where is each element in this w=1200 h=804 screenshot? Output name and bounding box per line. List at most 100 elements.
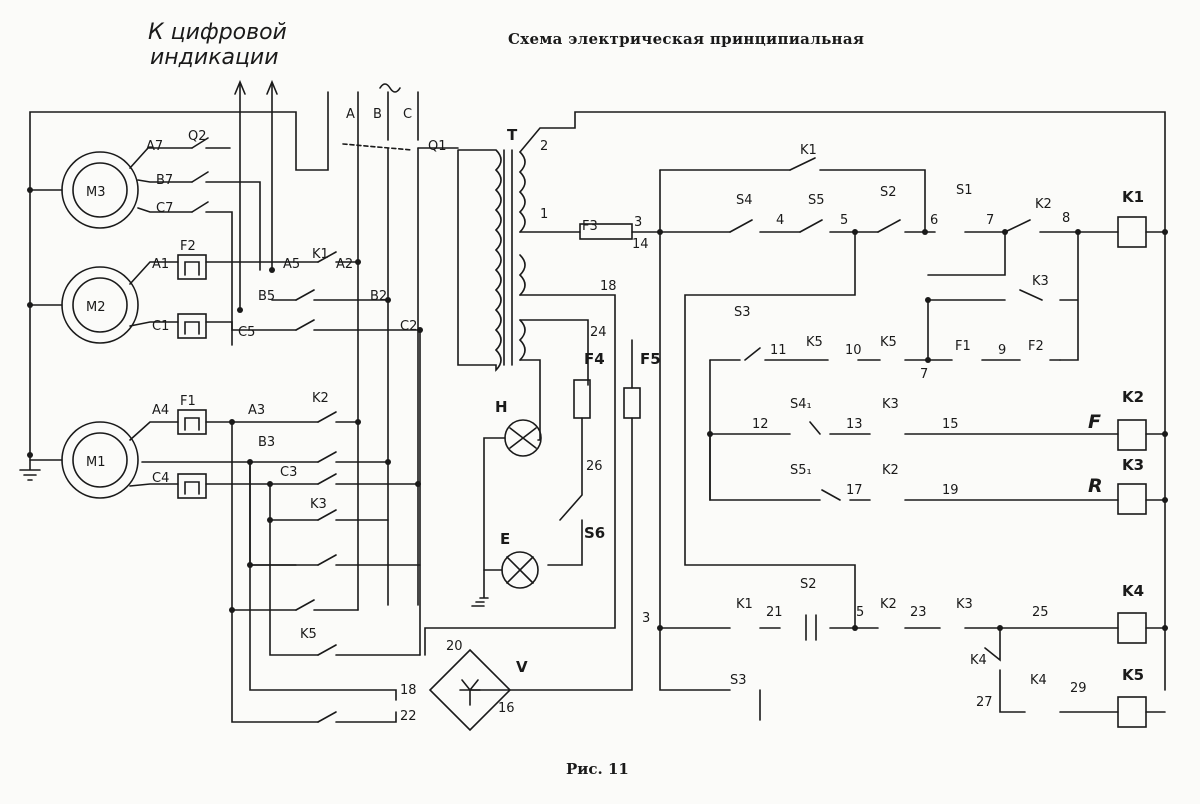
rectifier-v: V	[428, 648, 528, 732]
k4-contact-label: K4	[970, 653, 987, 668]
k3-f-label: K3	[882, 397, 899, 412]
wire-1: 1	[540, 207, 548, 222]
transformer-label: T	[507, 126, 518, 144]
f2-label: F2	[180, 239, 196, 254]
f3-label: F3	[582, 219, 598, 234]
reverse-label: R	[1088, 475, 1103, 497]
switch-s6-label: S6	[584, 524, 605, 542]
wire-a4: A4	[152, 403, 169, 418]
k2-contact-label: K2	[312, 391, 329, 406]
arrow-head-2	[266, 79, 278, 95]
s3-bottom-label: S3	[730, 673, 747, 688]
k4-contact-label-2: K4	[1030, 673, 1047, 688]
s4-contact-label: S4₁	[790, 397, 812, 412]
wire-9: 9	[998, 343, 1006, 358]
wire-4: 4	[776, 213, 784, 228]
relay-k2-label: K2	[1122, 388, 1144, 406]
s2-label: S2	[880, 185, 897, 200]
s5-contact-label: S5₁	[790, 463, 812, 478]
wire-14: 14	[632, 237, 649, 252]
motor-wiring	[19, 137, 421, 723]
wire-3: 3	[634, 215, 642, 230]
wire-25: 25	[1032, 605, 1049, 620]
wire-27: 27	[976, 695, 993, 710]
s3-label: S3	[734, 305, 751, 320]
wire-b5: B5	[258, 289, 275, 304]
k3-contact-label: K3	[310, 497, 327, 512]
junction-dots	[27, 187, 1168, 631]
f1-label: F1	[180, 394, 196, 409]
motor-m2: M2	[61, 266, 139, 344]
wire-19: 19	[942, 483, 959, 498]
indication-arrows	[234, 79, 278, 311]
motor-m1-label: M1	[86, 455, 106, 470]
diagram-title: Схема электрическая принципиальная	[508, 30, 865, 48]
motor-m3: M3	[61, 151, 139, 229]
phase-b-label: B	[373, 107, 382, 122]
motor-m1: M1	[61, 421, 139, 499]
q2-label: Q2	[188, 129, 207, 144]
fuse-f4-label: F4	[584, 350, 605, 368]
arrow-head-1	[234, 79, 246, 95]
motor-m3-label: M3	[86, 185, 106, 200]
k5-ctrl-label-2: K5	[880, 335, 897, 350]
wire-c5: C5	[238, 325, 255, 340]
wire-24: 24	[590, 325, 607, 340]
k1-bottom-label: K1	[736, 597, 753, 612]
wire-22: 22	[400, 709, 417, 724]
wire-23: 23	[910, 605, 927, 620]
wire-a3: A3	[248, 403, 265, 418]
motor-m2-label: M2	[86, 300, 106, 315]
figure-caption: Рис. 11	[566, 760, 629, 778]
supply-left-stub	[29, 91, 329, 456]
k2-r-label: K2	[882, 463, 899, 478]
wire-15: 15	[942, 417, 959, 432]
relay-k4-label: K4	[1122, 582, 1144, 600]
wire-11: 11	[770, 343, 787, 358]
phase-a-label: A	[346, 107, 355, 122]
fuse-f5-label: F5	[640, 350, 661, 368]
wire-7: 7	[986, 213, 994, 228]
wire-5: 5	[840, 213, 848, 228]
relay-k1-label: K1	[1122, 188, 1144, 206]
wire-c4: C4	[152, 471, 169, 486]
f1-ctrl-label: F1	[955, 339, 971, 354]
k2-bottom-label: K2	[880, 597, 897, 612]
wire-a1: A1	[152, 257, 169, 272]
wire-a7: A7	[146, 139, 163, 154]
rectifier-label: V	[516, 658, 528, 676]
wire-b7: B7	[156, 173, 173, 188]
s5-label: S5	[808, 193, 825, 208]
q1-label: Q1	[428, 139, 447, 154]
wire-10: 10	[845, 343, 862, 358]
wire-b3: B3	[258, 435, 275, 450]
wire-17: 17	[846, 483, 863, 498]
s2-bottom-label: S2	[800, 577, 817, 592]
three-phase-supply: A B C Q1	[29, 83, 447, 611]
lamp-h-label: H	[495, 398, 508, 416]
wire-labels: A7 B7 C7 A1 C1 A5 B5 C5 A2 B2 C2 A4 C4 A…	[146, 139, 1087, 724]
phase-c-label: C	[403, 107, 412, 122]
k1-ctrl-label: K1	[800, 143, 817, 158]
component-labels: Q2 F2 F1 K1 K2 K3 K5 F3 K1 S4 S5 S2 S1 K…	[180, 129, 1052, 688]
f2-ctrl-label: F2	[1028, 339, 1044, 354]
wire-b2: B2	[370, 289, 387, 304]
ac-symbol	[379, 83, 401, 93]
k5-contact-label: K5	[300, 627, 317, 642]
k5-ctrl-label-1: K5	[806, 335, 823, 350]
wire-29: 29	[1070, 681, 1087, 696]
wire-13: 13	[846, 417, 863, 432]
k2-ctrl-label: K2	[1035, 197, 1052, 212]
note-line-2: индикации	[150, 45, 279, 70]
wire-a2: A2	[336, 257, 353, 272]
wire-a5: A5	[283, 257, 300, 272]
wire-21: 21	[766, 605, 783, 620]
wire-c3: C3	[280, 465, 297, 480]
lamp-e-label: E	[500, 530, 510, 548]
s4-label: S4	[736, 193, 753, 208]
k3-bottom-label: K3	[956, 597, 973, 612]
forward-label: F	[1088, 411, 1101, 433]
relay-k5-label: K5	[1122, 666, 1144, 684]
